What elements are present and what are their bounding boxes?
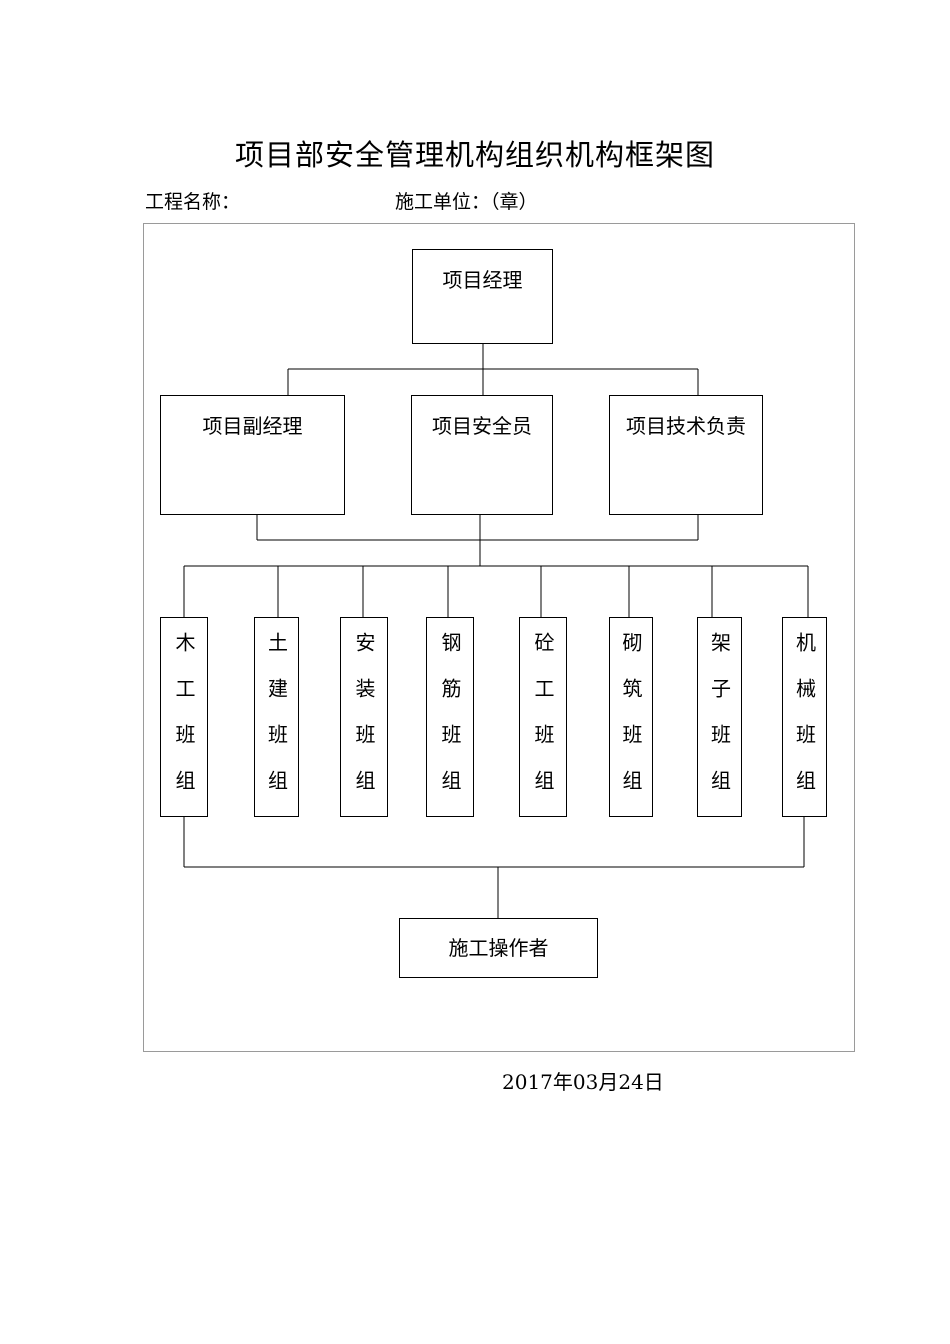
node-label: 木工班组 [172, 632, 196, 816]
node-label: 砌筑班组 [619, 632, 643, 816]
construction-unit-label: 施工单位：（章） [395, 191, 538, 213]
document-date: 2017年03月24日 [502, 1070, 664, 1094]
node-safety-officer: 项目安全员 [411, 395, 553, 515]
node-label: 项目副经理 [202, 414, 303, 438]
node-technical-lead: 项目技术负责 [609, 395, 763, 515]
node-team-masonry: 砌筑班组 [609, 617, 653, 817]
node-team-scaffolding: 架子班组 [697, 617, 742, 817]
node-team-concrete: 砼工班组 [519, 617, 567, 817]
node-label: 安装班组 [352, 632, 376, 816]
node-team-machinery: 机械班组 [782, 617, 827, 817]
node-label: 钢筋班组 [438, 632, 462, 816]
node-label: 项目经理 [442, 268, 523, 292]
diagram-frame [143, 223, 855, 1052]
node-team-rebar: 钢筋班组 [426, 617, 474, 817]
node-team-civil: 土建班组 [254, 617, 299, 817]
project-name-label: 工程名称： [145, 191, 241, 213]
node-team-installation: 安装班组 [340, 617, 388, 817]
node-label: 施工操作者 [448, 936, 549, 960]
node-label: 砼工班组 [531, 632, 555, 816]
node-construction-operators: 施工操作者 [399, 918, 598, 978]
node-label: 土建班组 [264, 632, 289, 816]
node-label: 架子班组 [707, 632, 732, 816]
node-project-manager: 项目经理 [412, 249, 553, 344]
node-label: 项目安全员 [432, 414, 532, 438]
node-label: 机械班组 [792, 632, 817, 816]
node-team-carpentry: 木工班组 [160, 617, 208, 817]
page-title: 项目部安全管理机构组织机构框架图 [234, 138, 715, 172]
node-deputy-manager: 项目副经理 [160, 395, 345, 515]
node-label: 项目技术负责 [626, 414, 746, 438]
